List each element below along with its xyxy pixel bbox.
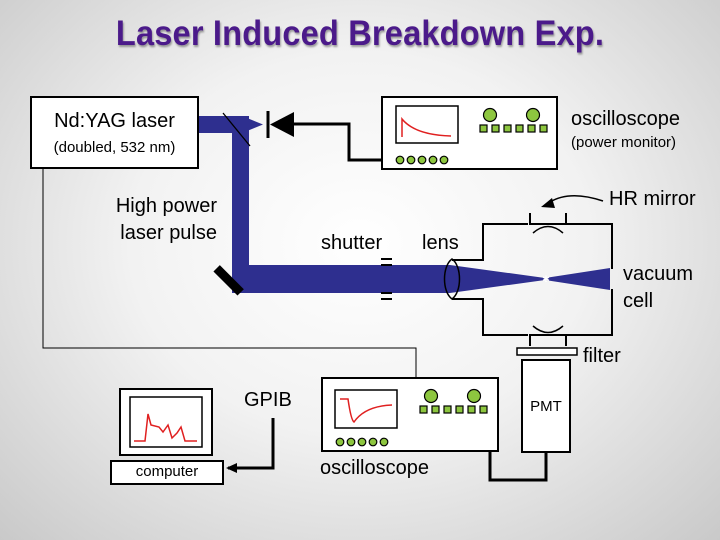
gpib-label: GPIB [244, 389, 292, 411]
laser-label: Nd:YAG laser [54, 110, 175, 132]
beam-arrowhead [247, 118, 263, 131]
laser-beam [198, 116, 610, 293]
hr-mirror-pointer [541, 195, 604, 208]
filter-label: filter [583, 345, 621, 367]
slide-title: Laser Induced Breakdown Exp. [115, 14, 605, 53]
vacuum-cell-label-line2: cell [623, 290, 654, 312]
trigger-wire [42, 168, 417, 378]
pulse-label-line1: High power [115, 195, 217, 217]
oscilloscope-top-sublabel: (power monitor) [571, 134, 677, 151]
lens-label: lens [422, 232, 459, 254]
laser-sublabel: (doubled, 532 nm) [53, 139, 176, 156]
oscilloscope-bottom [321, 377, 499, 452]
hr-mirror-label: HR mirror [609, 188, 696, 210]
pmt-label: PMT [530, 398, 562, 415]
shutter [381, 258, 392, 300]
turning-mirror [213, 265, 244, 296]
filter-plate [516, 347, 578, 356]
oscilloscope-top-label: oscilloscope [571, 108, 680, 130]
oscilloscope-top [381, 96, 558, 170]
photodiode-icon [266, 111, 294, 138]
vacuum-cell [452, 213, 613, 346]
shutter-label: shutter [321, 232, 383, 254]
beamsplitter [222, 112, 251, 147]
gpib-arrowhead [226, 463, 237, 473]
laser-box [30, 96, 199, 169]
computer-label: computer [135, 463, 199, 480]
oscilloscope-bottom-label: oscilloscope [320, 457, 429, 479]
pmt-box [521, 359, 571, 453]
vacuum-cell-label-line1: vacuum [623, 263, 694, 285]
pulse-label-line2: laser pulse [120, 222, 217, 244]
computer-icon [110, 388, 224, 485]
spark-icon: ✱ [542, 275, 550, 285]
